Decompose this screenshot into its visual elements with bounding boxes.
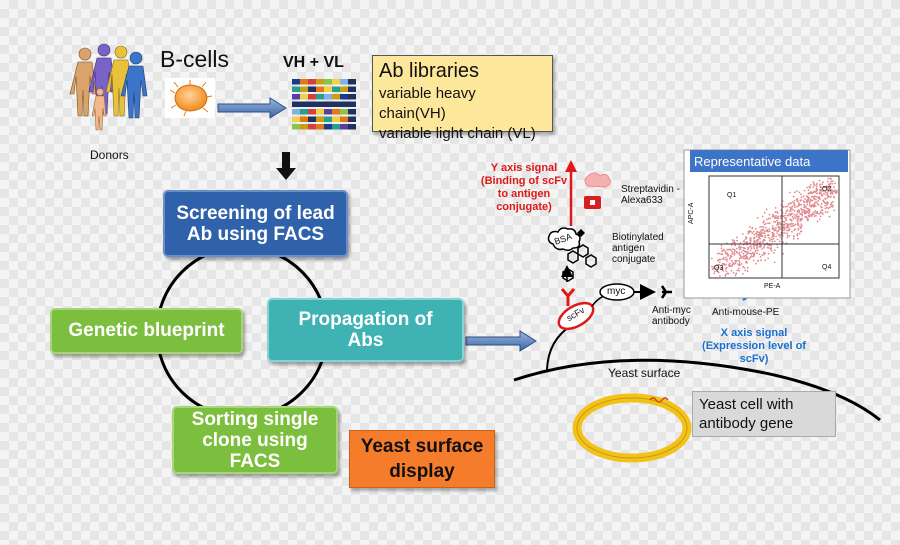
yeast-surface-label: Yeast surface	[608, 366, 681, 380]
anti-myc-icon	[660, 285, 672, 299]
ab-libraries-vh: variable heavy chain(VH)	[379, 85, 476, 122]
sorting-box: Sorting single clone using FACS	[172, 406, 338, 474]
bcell-icon	[165, 78, 215, 118]
biotin-diamond	[577, 229, 585, 237]
yeast-display-box: Yeast surface display	[349, 430, 495, 488]
arrow-to-yeast	[465, 330, 537, 352]
y-signal-arrowhead	[565, 160, 577, 172]
yeast-cell-label: Yeast cell with antibody gene	[699, 396, 794, 432]
q1-label: Q1	[727, 192, 737, 199]
bsa-cloud	[547, 227, 581, 252]
q3-label: Q3	[714, 265, 724, 272]
down-arrow	[276, 152, 296, 180]
donors-figure	[69, 43, 148, 131]
q4-label: Q4	[822, 264, 832, 271]
vhvl-label: VH + VL	[283, 54, 344, 71]
biotinylated-label: Biotinylated antigen conjugate	[612, 232, 664, 265]
bcells-label: B-cells	[160, 46, 230, 72]
plot-xlabel: PE-A	[764, 283, 781, 290]
y-signal-text: Y axis signal (Binding of scFv to antige…	[480, 162, 568, 213]
propagation-label: Propagation of Abs	[298, 309, 433, 351]
scfv-shape	[557, 301, 595, 331]
anti-mouse-label: Anti-mouse-PE	[712, 307, 780, 318]
ab-libraries-box: Ab libraries variable heavy chain(VH) va…	[372, 55, 553, 142]
yeast-cell-box: Yeast cell with antibody gene	[692, 391, 836, 437]
screening-box: Screening of lead Ab using FACS	[163, 190, 348, 257]
sorting-label: Sorting single clone using FACS	[191, 408, 319, 472]
genetic-blueprint-label: Genetic blueprint	[68, 320, 225, 341]
scatter-points	[711, 177, 838, 277]
arrow-to-libraries	[217, 97, 287, 119]
antigen-conjugate-icon	[562, 244, 597, 282]
ab-libraries-title: Ab libraries	[379, 60, 480, 82]
facs-plot	[683, 149, 851, 299]
q2-label: Q2	[822, 186, 832, 193]
streptavidin-icon	[584, 172, 611, 209]
donors-label: Donors	[90, 148, 129, 162]
library-strips-icon	[292, 79, 356, 130]
genetic-blueprint-box: Genetic blueprint	[50, 308, 243, 354]
red-antibody-icon	[560, 288, 576, 306]
x-signal-text: X axis signal (Expression level of scFv)	[702, 327, 806, 365]
propagation-box: Propagation of Abs	[267, 298, 464, 362]
ab-libraries-vl: variable light chain (VL)	[379, 125, 536, 142]
yeast-surface-line	[513, 358, 881, 422]
myc-label: myc	[607, 286, 626, 297]
yeast-cell-icon	[572, 393, 692, 463]
plot-ylabel: APC-A	[688, 202, 695, 224]
yeast-display-label: Yeast surface display	[360, 436, 484, 482]
representative-title: Representative data	[694, 154, 811, 169]
scfv-tether	[546, 324, 573, 371]
screening-label: Screening of lead Ab using FACS	[176, 202, 335, 245]
streptavidin-label: Streptavidin -Alexa633	[621, 184, 680, 206]
anti-myc-label: Anti-myc antibody	[652, 305, 691, 327]
